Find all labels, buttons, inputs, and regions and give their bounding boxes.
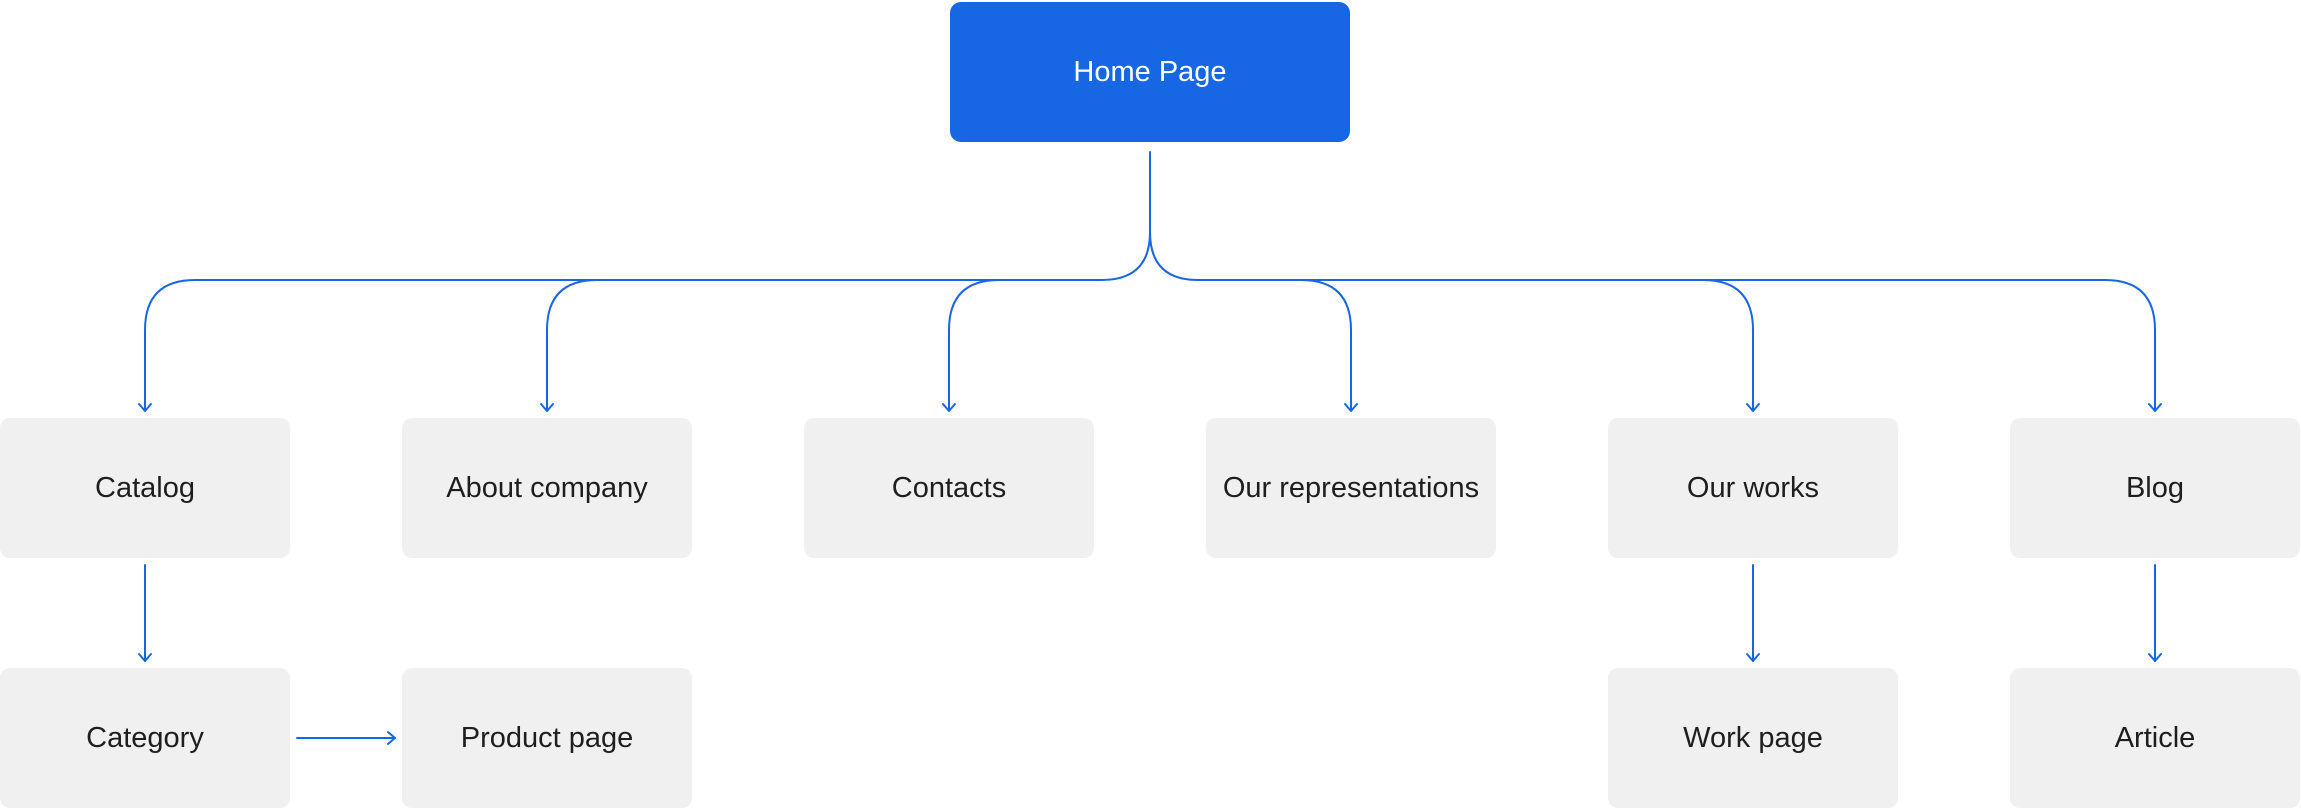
arrowhead-contacts (942, 403, 956, 412)
arrowhead-works (1746, 403, 1760, 412)
node-label: Blog (2125, 471, 2185, 504)
connector-home-blog (1149, 231, 2156, 411)
node-category[interactable]: Category (0, 668, 290, 808)
arrowhead-representations (1344, 403, 1358, 412)
node-work-page[interactable]: Work page (1608, 668, 1898, 808)
node-contacts[interactable]: Contacts (804, 418, 1094, 558)
node-our-works[interactable]: Our works (1608, 418, 1898, 558)
node-article[interactable]: Article (2010, 668, 2300, 808)
node-blog[interactable]: Blog (2010, 418, 2300, 558)
node-label: Our representations (1222, 471, 1480, 504)
node-label: Catalog (95, 471, 195, 504)
node-label: Product page (460, 721, 634, 754)
node-catalog[interactable]: Catalog (0, 418, 290, 558)
arrowhead-about (540, 403, 554, 412)
node-product-page[interactable]: Product page (402, 668, 692, 808)
connector-home-works (1702, 279, 1754, 411)
arrowhead-catalog (138, 403, 152, 412)
arrowhead-article (2148, 653, 2162, 662)
node-home-page[interactable]: Home Page (950, 2, 1350, 142)
node-label: Home Page (1073, 55, 1227, 88)
node-label: Category (86, 721, 204, 754)
node-our-representations[interactable]: Our representations (1206, 418, 1496, 558)
connector-home-contacts (948, 279, 1000, 411)
arrowhead-category (138, 653, 152, 662)
node-label: Contacts (891, 471, 1007, 504)
node-label: Article (2114, 721, 2196, 754)
arrowhead-blog (2148, 403, 2162, 412)
node-label: About company (446, 471, 648, 504)
connector-home-about (546, 279, 598, 411)
arrowhead-workpage (1746, 653, 1760, 662)
node-about-company[interactable]: About company (402, 418, 692, 558)
node-label: Work page (1683, 721, 1823, 754)
connector-home-representations (1300, 279, 1352, 411)
connector-home-catalog (144, 231, 1151, 411)
node-label: Our works (1686, 471, 1820, 504)
arrowhead-product (387, 731, 396, 745)
